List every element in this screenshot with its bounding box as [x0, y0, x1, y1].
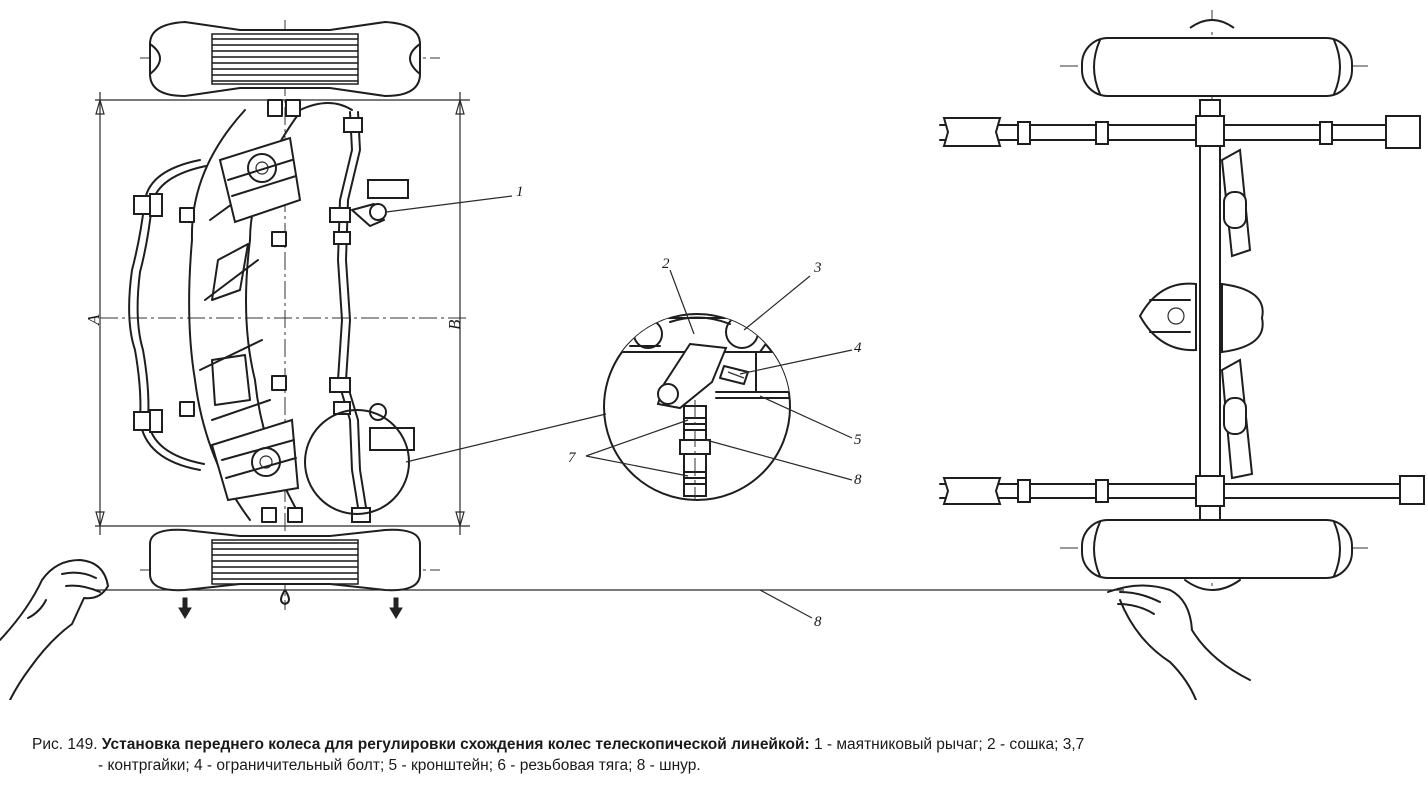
- caption-title: Установка переднего колеса для регулиров…: [101, 736, 810, 753]
- callout-4: 4: [854, 340, 862, 356]
- cord-line: 8: [96, 589, 1124, 630]
- right-hand-drawing: [1107, 584, 1251, 700]
- callout-2: 2: [662, 256, 670, 272]
- right-axle-view: [939, 10, 1425, 591]
- caption-figure-label: Рис. 149.: [32, 736, 98, 753]
- dimension-label-b: В: [445, 319, 464, 330]
- caption-line-1: Рис. 149. Установка переднего колеса для…: [32, 734, 1402, 755]
- lower-cross-rod: [939, 475, 1425, 505]
- callout-3: 3: [813, 260, 822, 276]
- left-top-wheel: [149, 20, 421, 98]
- callout-8-cord: 8: [814, 614, 822, 630]
- upper-cross-rod: [939, 115, 1421, 149]
- dimension-label-a: А: [84, 314, 103, 326]
- callout-7: 7: [568, 450, 577, 466]
- callout-5: 5: [854, 432, 862, 448]
- callout-8-detail: 8: [854, 472, 862, 488]
- technical-drawing: А В: [0, 10, 1425, 700]
- detail-view: 2 3 4 5 7 8: [568, 256, 862, 501]
- caption-legend-1: 1 - маятниковый рычаг; 2 - сошка; 3,7: [814, 736, 1085, 753]
- callout-1: 1: [516, 184, 524, 200]
- left-bottom-wheel: [149, 528, 421, 605]
- left-hand-drawing: [0, 559, 109, 700]
- dimension-lines: А В: [84, 92, 470, 535]
- left-suspension-view: А В: [84, 20, 607, 619]
- caption-legend-2: - контргайки; 4 - ограничительный болт; …: [98, 757, 701, 774]
- figure-caption: Рис. 149. Установка переднего колеса для…: [32, 734, 1402, 776]
